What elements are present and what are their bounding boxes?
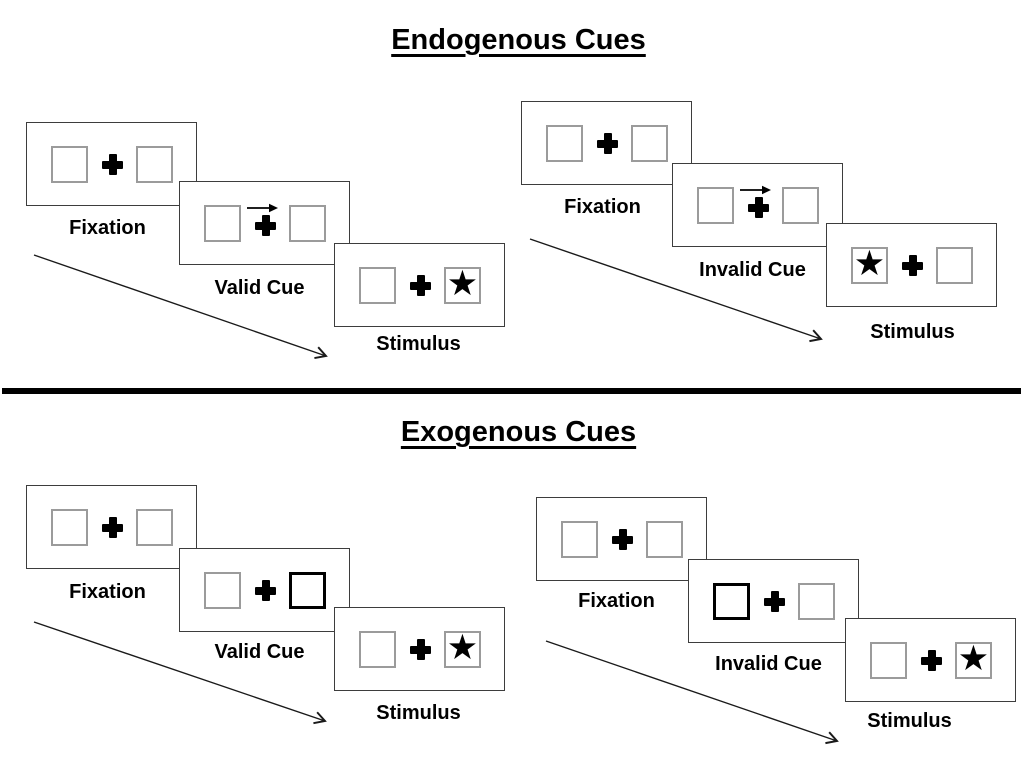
placeholder-box-right [136, 509, 173, 546]
placeholder-box-right [646, 521, 683, 558]
fixation-cross-icon [921, 650, 942, 671]
stimulus-label: Stimulus [870, 321, 955, 343]
placeholder-box-left [204, 572, 241, 609]
placeholder-box-left [359, 631, 396, 668]
star-target-box: ★ [444, 631, 481, 668]
fixation-cross-icon [612, 529, 633, 550]
placeholder-box-left [359, 267, 396, 304]
placeholder-box-left [51, 146, 88, 183]
fixation-cross-icon [764, 591, 785, 612]
fixation-label: Fixation [69, 581, 146, 603]
fixation-panel [26, 122, 197, 206]
stimulus-panel: ★ [334, 607, 505, 691]
cue-arrow-right-icon [740, 185, 771, 195]
placeholder-box-right [798, 583, 835, 620]
placeholder-box-left [204, 205, 241, 242]
section-title-endogenous: Endogenous Cues [391, 24, 646, 56]
stimulus-panel: ★ [845, 618, 1016, 702]
stimulus-panel: ★ [826, 223, 997, 307]
fixation-panel [26, 485, 197, 569]
stimulus-label: Stimulus [376, 702, 461, 724]
star-icon: ★ [446, 628, 479, 668]
valid-cue-label: Valid Cue [214, 641, 305, 663]
fixation-cross-icon [902, 255, 923, 276]
invalid-cue-panel [672, 163, 843, 247]
valid-cue-label: Valid Cue [214, 277, 305, 299]
fixation-label: Fixation [578, 590, 655, 612]
placeholder-box-right [136, 146, 173, 183]
star-icon: ★ [957, 639, 990, 679]
fixation-cross-icon [255, 215, 276, 236]
timeline-arrow [33, 254, 328, 360]
timeline-arrow [33, 621, 327, 725]
section-title-exogenous: Exogenous Cues [400, 416, 637, 448]
invalid-cue-label: Invalid Cue [699, 259, 806, 281]
placeholder-box-left [870, 642, 907, 679]
valid-cue-panel [179, 548, 350, 632]
placeholder-box-right [289, 205, 326, 242]
star-icon: ★ [446, 264, 479, 304]
star-icon: ★ [853, 244, 886, 284]
star-target-box: ★ [444, 267, 481, 304]
invalid-cue-panel [688, 559, 859, 643]
placeholder-box-right [936, 247, 973, 284]
fixation-label: Fixation [564, 196, 641, 218]
star-target-box: ★ [851, 247, 888, 284]
valid-cue-panel [179, 181, 350, 265]
fixation-cross-icon [748, 197, 769, 218]
fixation-cross-icon [410, 275, 431, 296]
placeholder-box-right [631, 125, 668, 162]
stimulus-panel: ★ [334, 243, 505, 327]
stimulus-label: Stimulus [376, 333, 461, 355]
cue-arrow-right-icon [247, 203, 278, 213]
fixation-label: Fixation [69, 217, 146, 239]
fixation-panel [536, 497, 707, 581]
placeholder-box-left [546, 125, 583, 162]
fixation-panel [521, 101, 692, 185]
placeholder-box-right [782, 187, 819, 224]
star-target-box: ★ [955, 642, 992, 679]
fixation-cross-icon [410, 639, 431, 660]
placeholder-box-left [697, 187, 734, 224]
invalid-cue-label: Invalid Cue [715, 653, 822, 675]
timeline-arrow [529, 238, 823, 343]
cue-highlight-box [713, 583, 750, 620]
fixation-cross-icon [102, 517, 123, 538]
placeholder-box-left [51, 509, 88, 546]
fixation-cross-icon [102, 154, 123, 175]
placeholder-box-left [561, 521, 598, 558]
fixation-cross-icon [255, 580, 276, 601]
cue-highlight-box [289, 572, 326, 609]
fixation-cross-icon [597, 133, 618, 154]
section-divider [2, 388, 1021, 394]
stimulus-label: Stimulus [867, 710, 952, 732]
